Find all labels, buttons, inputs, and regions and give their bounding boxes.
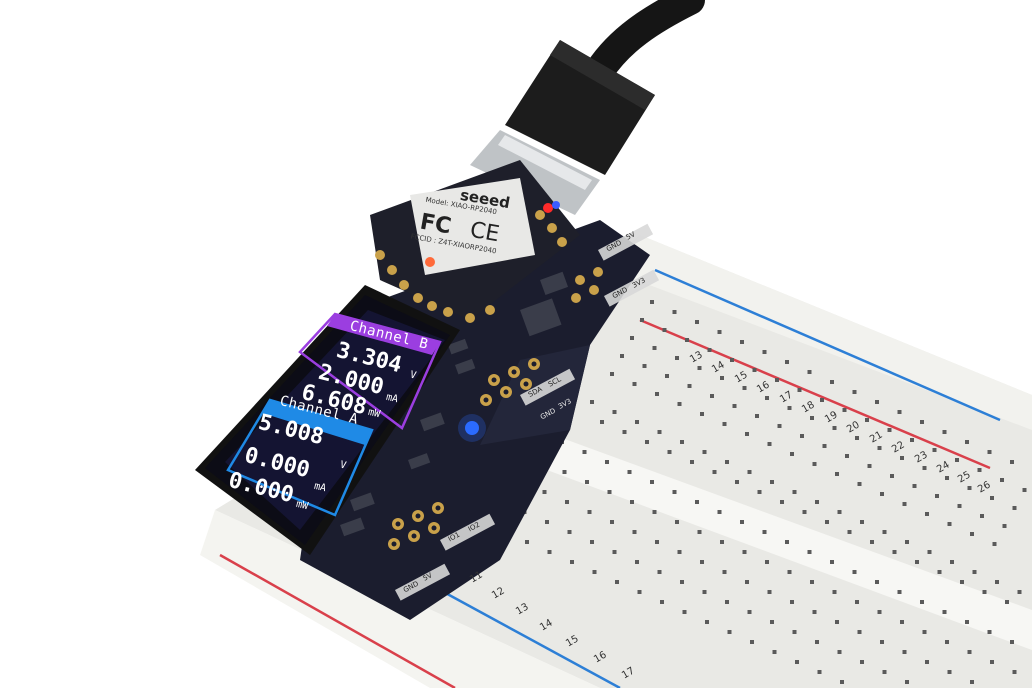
status-led-blue [465, 421, 479, 435]
power-led-red [543, 203, 553, 213]
rail-blue-bottom [439, 588, 621, 688]
tft-display [195, 285, 460, 555]
xiao-rp2040-module [370, 160, 580, 323]
usb-cable [470, 0, 705, 215]
rail-blue-top [654, 268, 1001, 422]
rail-red-top [639, 318, 991, 470]
rail-red-bottom [219, 553, 456, 688]
